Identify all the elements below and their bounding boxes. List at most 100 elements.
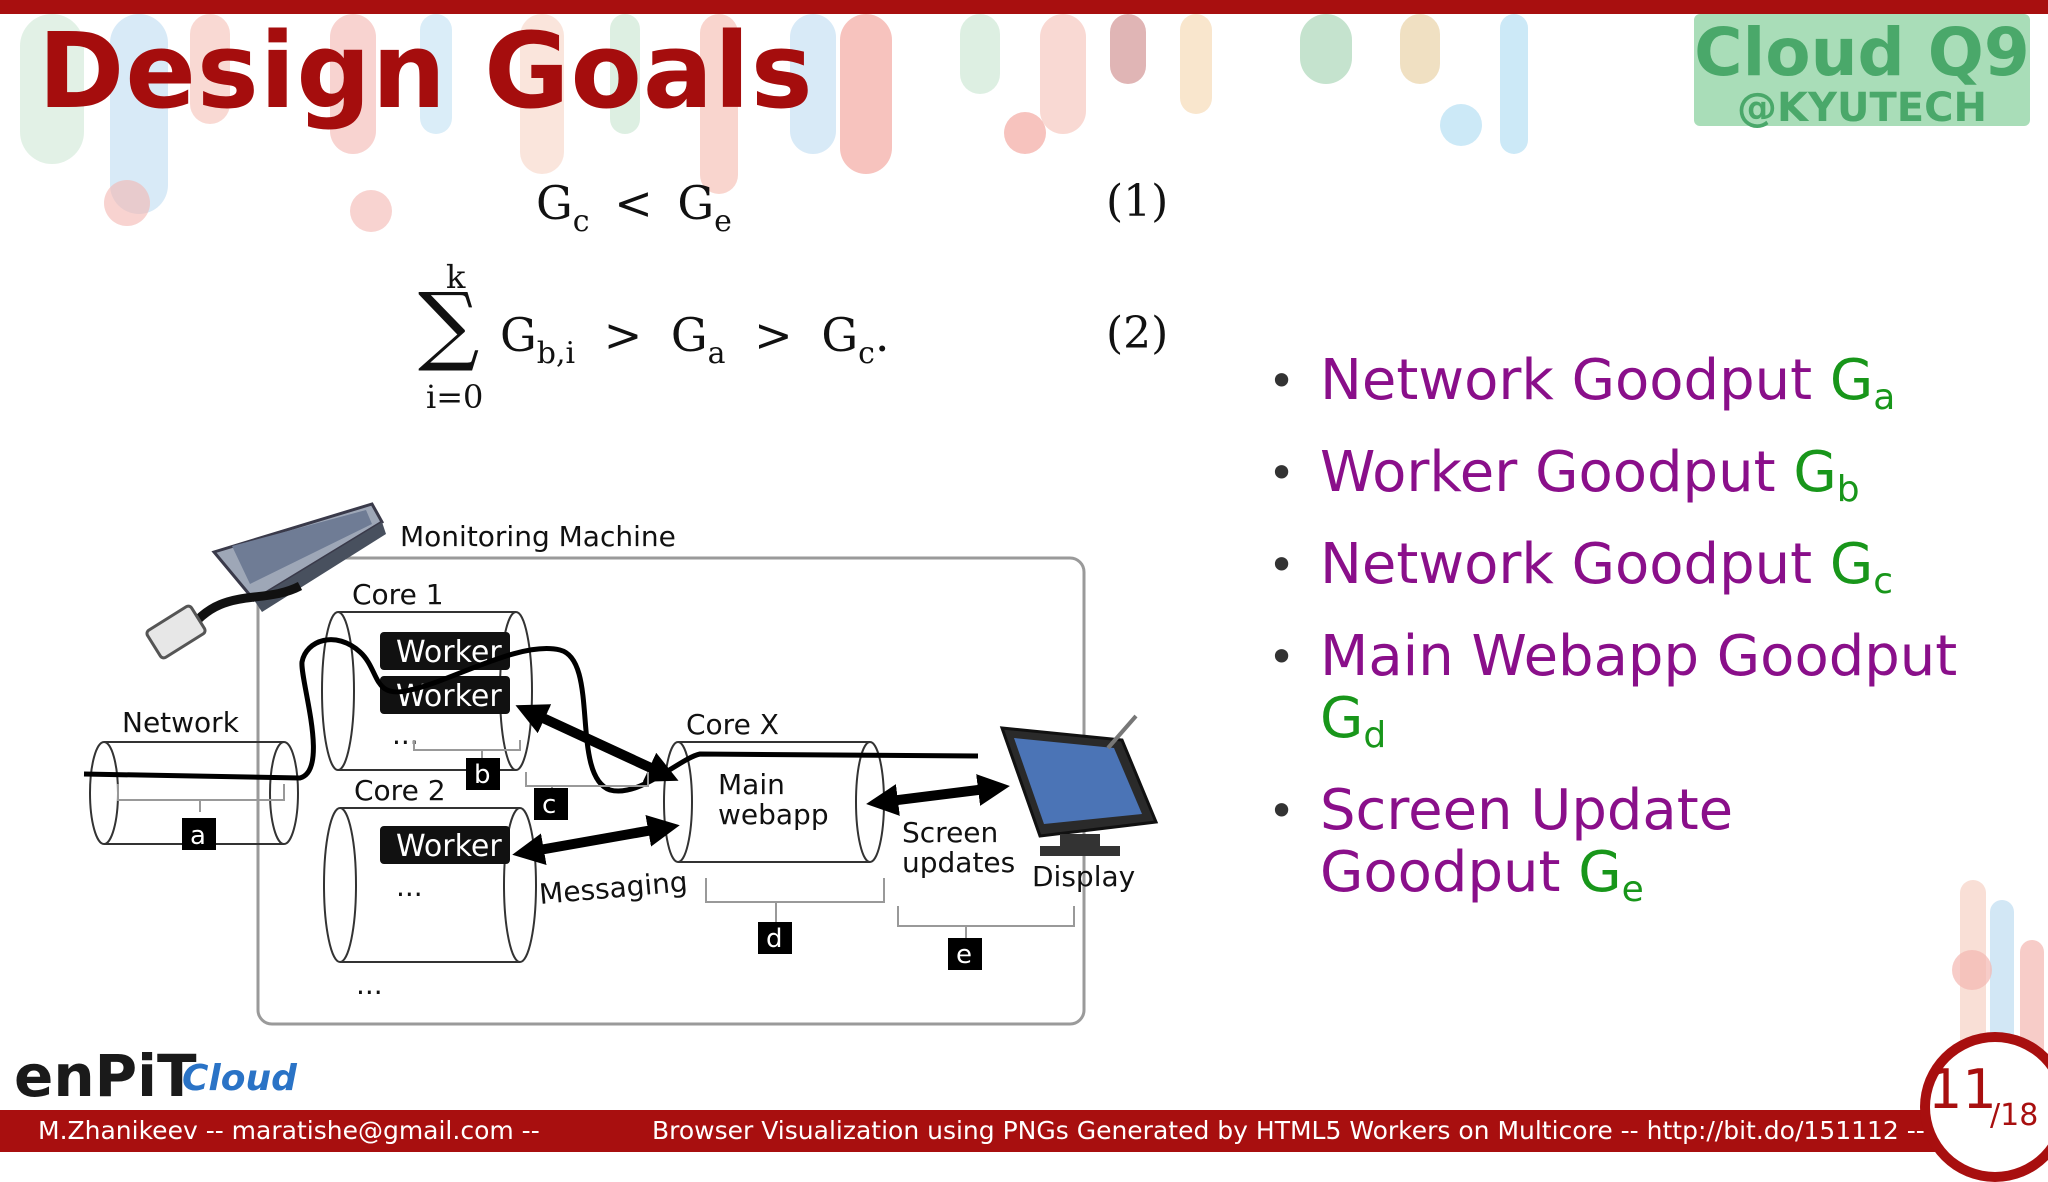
label-e: e (956, 940, 972, 970)
enpit-logo: enPiT (14, 1042, 197, 1110)
bullet-text: Screen Update Goodput (1320, 778, 1734, 905)
bullet-network-goodput-a: Network Goodput Ga (1268, 350, 2040, 429)
monitoring-machine-label: Monitoring Machine (400, 520, 676, 553)
network-plug-icon (145, 604, 207, 660)
eq2-term-2: G (670, 308, 708, 362)
bullet-symbol-sub: a (1873, 377, 1896, 418)
bullet-symbol-letter: G (1320, 686, 1364, 751)
sum-upper-limit: k (446, 258, 466, 296)
eq2-term-1: G (500, 308, 537, 362)
network-label: Network (122, 706, 240, 739)
bullet-text: Worker Goodput (1320, 440, 1794, 505)
footer-author: M.Zhanikeev -- maratishe@gmail.com -- (38, 1116, 540, 1145)
label-a-box (182, 818, 216, 850)
bullet-symbol: Gd (1320, 686, 1386, 757)
bullet-symbol-letter: G (1829, 532, 1874, 597)
arrow-corex-to-display (866, 774, 1010, 816)
screen-updates-label-line-2: updates (902, 846, 1015, 879)
eq2-term-2-sub: a (707, 336, 726, 371)
bullet-symbol-letter: G (1578, 840, 1622, 905)
arrow-core2-to-corex (512, 815, 680, 865)
label-b-box (466, 758, 500, 790)
label-d-box (758, 922, 792, 954)
brace-a (117, 784, 285, 812)
footer-bar: M.Zhanikeev -- maratishe@gmail.com -- Br… (0, 1110, 2048, 1152)
eq2-term-1-sub: b,i (536, 336, 576, 371)
messaging-label: Messaging (538, 865, 689, 911)
logo-main-text: Cloud Q9 (1694, 14, 2030, 91)
bullet-text: Main Webapp Goodput (1320, 624, 1958, 689)
bullet-symbol: Ge (1578, 840, 1644, 911)
equation-2-number: (2) (1106, 308, 1169, 359)
bullet-worker-goodput-b: Worker Goodput Gb (1268, 442, 2040, 521)
page-total: /18 (1990, 1098, 2039, 1133)
network-cylinder (89, 741, 299, 845)
label-a: a (190, 821, 206, 851)
bullet-network-goodput-c: Network Goodput Gc (1268, 534, 2040, 613)
bullet-symbol: Gc (1829, 532, 1893, 603)
screen-updates-label-line-1: Screen (902, 816, 998, 849)
footer-talk-title: Browser Visualization using PNGs Generat… (652, 1116, 1934, 1145)
eq1-operator: < (614, 176, 653, 230)
bullet-text: Network Goodput (1320, 348, 1830, 413)
bullet-screen-update-goodput-e: Screen Update Goodput Ge (1268, 780, 1760, 921)
cloud-q9-logo: Cloud Q9 @KYUTECH (1694, 14, 2030, 131)
bullet-symbol-letter: G (1793, 440, 1837, 505)
label-b: b (474, 760, 491, 790)
eq2-term-3-sub: c (858, 336, 875, 371)
eq1-lhs: G (536, 176, 573, 230)
main-webapp-label-line-2: webapp (718, 798, 829, 831)
top-bar (0, 0, 2048, 14)
page-number: 11 (1928, 1058, 1997, 1121)
core-x-label: Core X (686, 708, 779, 741)
core-2-worker-box (380, 826, 510, 864)
eq2-end-period: . (874, 308, 890, 362)
label-c-box (534, 788, 568, 820)
system-diagram: Monitoring Machine Network Core 1 Worker… (83, 502, 1159, 1026)
bullet-symbol: Ga (1829, 348, 1895, 419)
bullet-symbol-sub: c (1873, 561, 1894, 602)
bullet-symbol-sub: b (1836, 469, 1860, 510)
eq2-term-3: G (821, 308, 859, 362)
label-d: d (766, 924, 783, 954)
core-1-label: Core 1 (352, 578, 444, 611)
equation-1-number: (1) (1106, 176, 1169, 227)
core-2-worker-label: Worker (396, 829, 502, 864)
page-number-badge-inner (1930, 1042, 2048, 1172)
enpit-cloud-logo: Cloud (182, 1058, 297, 1099)
bullet-main-webapp-goodput-d: Main Webapp Goodput Gd (1268, 626, 1960, 767)
eq1-rhs-sub: e (714, 204, 732, 239)
eq1-lhs-sub: c (572, 204, 590, 239)
core-1-worker-1-box (380, 632, 510, 670)
equation-1: Gc < Ge (536, 176, 732, 239)
eq2-operator-2: > (754, 308, 793, 362)
label-c: c (542, 790, 556, 820)
eq2-operator-1: > (603, 308, 643, 362)
sum-lower-limit: i=0 (426, 378, 484, 416)
data-path-line (83, 637, 979, 794)
main-webapp-label-line-1: Main (718, 768, 785, 801)
arrow-core1-to-corex (515, 704, 679, 782)
core-2-ellipsis: ... (396, 870, 423, 903)
more-cores-ellipsis: ... (356, 968, 383, 1001)
sum-symbol: ∑ (418, 275, 480, 375)
core-1-worker-2-label: Worker (396, 679, 502, 714)
bullet-symbol-letter: G (1829, 348, 1874, 413)
display-monitor-icon (999, 714, 1159, 856)
bullet-symbol-sub: e (1621, 869, 1644, 910)
bullet-text: Network Goodput (1320, 532, 1830, 597)
equation-2: Gb,i > Ga > Gc. (500, 308, 890, 371)
logo-sub-text: @KYUTECH (1737, 85, 1987, 131)
display-label: Display (1032, 860, 1135, 893)
core-2-cylinder (323, 807, 537, 963)
goodput-bullet-list: Network Goodput Ga Worker Goodput Gb Net… (1268, 350, 2040, 934)
brace-d (705, 878, 885, 924)
bullet-symbol: Gb (1793, 440, 1859, 511)
eq1-rhs: G (677, 176, 715, 230)
brace-e (897, 906, 1075, 940)
slide-title: Design Goals (38, 10, 814, 132)
bullet-symbol-sub: d (1363, 715, 1387, 756)
core-1-worker-2-box (380, 676, 510, 714)
core-2-label: Core 2 (354, 774, 446, 807)
label-e-box (948, 938, 982, 970)
